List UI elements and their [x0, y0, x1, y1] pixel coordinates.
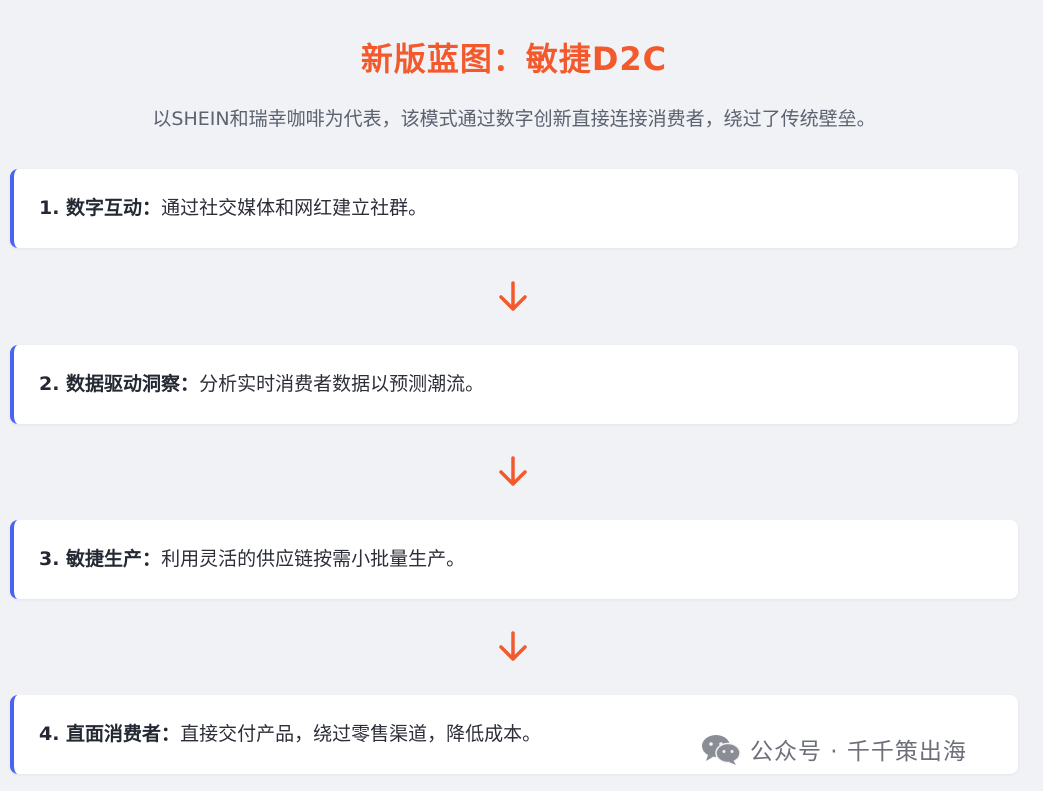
step-card-2: 2. 数据驱动洞察：分析实时消费者数据以预测潮流。 — [10, 345, 1018, 424]
arrow-down-icon — [499, 456, 527, 486]
page-subtitle: 以SHEIN和瑞幸咖啡为代表，该模式通过数字创新直接连接消费者，绕过了传统壁垒。 — [152, 108, 876, 130]
step-text: 4. 直面消费者：直接交付产品，绕过零售渠道，降低成本。 — [39, 695, 541, 774]
step-text: 1. 数字互动：通过社交媒体和网红建立社群。 — [39, 169, 427, 248]
step-description: 分析实时消费者数据以预测潮流。 — [199, 373, 485, 395]
page-title: 新版蓝图：敏捷D2C — [360, 40, 668, 78]
step-text: 2. 数据驱动洞察：分析实时消费者数据以预测潮流。 — [39, 345, 484, 424]
step-card-1: 1. 数字互动：通过社交媒体和网红建立社群。 — [10, 169, 1018, 248]
step-label: 1. 数字互动： — [39, 197, 162, 219]
step-description: 通过社交媒体和网红建立社群。 — [161, 197, 428, 219]
step-description: 直接交付产品，绕过零售渠道，降低成本。 — [180, 723, 542, 745]
step-label: 2. 数据驱动洞察： — [39, 373, 200, 395]
step-card-4: 4. 直面消费者：直接交付产品，绕过零售渠道，降低成本。 — [10, 695, 1018, 774]
step-card-3: 3. 敏捷生产：利用灵活的供应链按需小批量生产。 — [10, 520, 1018, 599]
step-description: 利用灵活的供应链按需小批量生产。 — [161, 548, 466, 570]
step-label: 3. 敏捷生产： — [39, 548, 162, 570]
watermark: 公众号 · 千千策出海 — [700, 731, 967, 767]
arrow-down-icon — [499, 631, 527, 661]
step-text: 3. 敏捷生产：利用灵活的供应链按需小批量生产。 — [39, 520, 465, 599]
step-label: 4. 直面消费者： — [39, 723, 181, 745]
wechat-icon — [702, 735, 741, 765]
watermark-text: 公众号 · 千千策出海 — [750, 739, 967, 765]
arrow-down-icon — [499, 281, 527, 311]
